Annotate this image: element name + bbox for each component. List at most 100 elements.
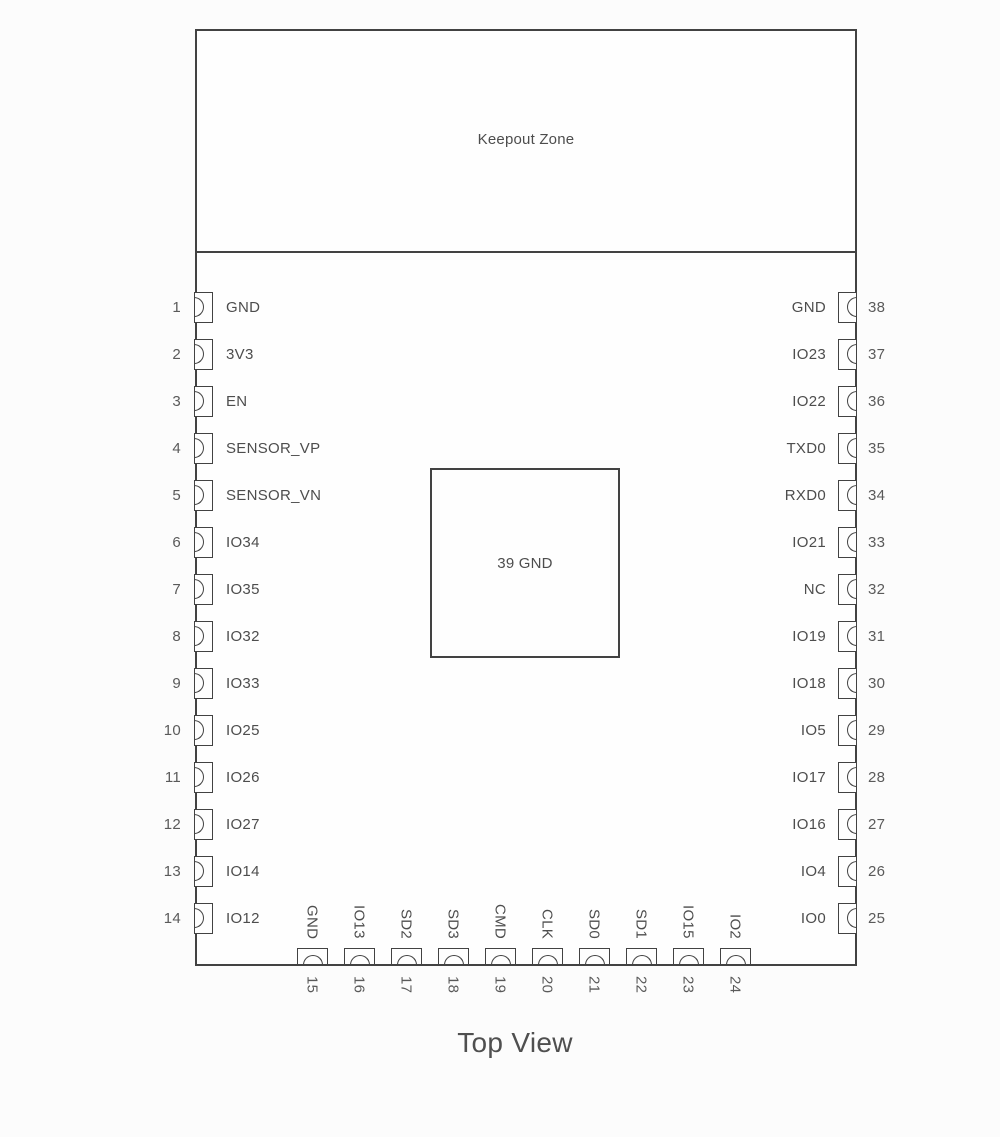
- pin-19-pad: [484, 948, 516, 965]
- pin-18-pad: [437, 948, 469, 965]
- pin-19-label: CMD: [491, 903, 509, 939]
- pin-5-pad: [194, 480, 213, 511]
- pin-27-number: 27: [868, 815, 886, 833]
- pin-28-pad-castellation-icon: [847, 767, 857, 787]
- pin-21-label: SD0: [585, 908, 603, 939]
- pin-34-label: RXD0: [784, 486, 826, 504]
- center-ground-pad: 39 GND: [430, 468, 620, 658]
- pin-23-pad-castellation-icon: [678, 955, 699, 965]
- pin-13-number: 13: [163, 862, 181, 880]
- pin-10-label: IO25: [226, 721, 260, 739]
- pin-24-pad: [719, 948, 751, 965]
- pin-11-pad-castellation-icon: [194, 767, 204, 787]
- pin-31-pad-castellation-icon: [847, 626, 857, 646]
- pin-12-label: IO27: [226, 815, 260, 833]
- pin-13-pad-castellation-icon: [194, 861, 204, 881]
- pin-11-pad: [194, 762, 213, 793]
- pin-22-number: 22: [632, 976, 650, 994]
- pin-38-pad: [838, 292, 857, 323]
- pin-8-pad-castellation-icon: [194, 626, 204, 646]
- pin-35-pad: [838, 433, 857, 464]
- pin-28-pad: [838, 762, 857, 793]
- pin-9-pad: [194, 668, 213, 699]
- pin-21-pad-castellation-icon: [584, 955, 605, 965]
- pin-33-pad-castellation-icon: [847, 532, 857, 552]
- pin-31-number: 31: [868, 627, 886, 645]
- pin-14-pad-castellation-icon: [194, 908, 204, 928]
- pin-17-number: 17: [397, 976, 415, 994]
- pin-12-pad: [194, 809, 213, 840]
- pin-18-pad-castellation-icon: [443, 955, 464, 965]
- pin-17-pad-castellation-icon: [396, 955, 417, 965]
- pin-30-pad-castellation-icon: [847, 673, 857, 693]
- pin-6-pad-castellation-icon: [194, 532, 204, 552]
- pin-15-number: 15: [303, 976, 321, 994]
- pin-22-pad: [625, 948, 657, 965]
- pin-10-number: 10: [163, 721, 181, 739]
- pin-34-number: 34: [868, 486, 886, 504]
- pin-35-number: 35: [868, 439, 886, 457]
- pin-10-pad-castellation-icon: [194, 720, 204, 740]
- pin-27-pad: [838, 809, 857, 840]
- pin-32-label: NC: [803, 580, 826, 598]
- pin-20-number: 20: [538, 976, 556, 994]
- keepout-zone-label: Keepout Zone: [477, 131, 575, 148]
- pin-29-pad-castellation-icon: [847, 720, 857, 740]
- pin-26-pad-castellation-icon: [847, 861, 857, 881]
- pin-11-number: 11: [164, 768, 181, 786]
- pin-2-pad: [194, 339, 213, 370]
- pin-27-pad-castellation-icon: [847, 814, 857, 834]
- pin-16-label: IO13: [350, 905, 368, 939]
- pin-18-number: 18: [444, 976, 462, 994]
- pin-15-pad: [296, 948, 328, 965]
- pin-36-label: IO22: [792, 392, 826, 410]
- pin-35-pad-castellation-icon: [847, 438, 857, 458]
- pin-12-pad-castellation-icon: [194, 814, 204, 834]
- pin-32-pad: [838, 574, 857, 605]
- pin-19-pad-castellation-icon: [490, 955, 511, 965]
- pin-13-pad: [194, 856, 213, 887]
- pin-30-label: IO18: [792, 674, 826, 692]
- pin-36-number: 36: [868, 392, 886, 410]
- pin-32-number: 32: [868, 580, 886, 598]
- pin-30-pad: [838, 668, 857, 699]
- pin-38-pad-castellation-icon: [847, 297, 857, 317]
- pin-34-pad: [838, 480, 857, 511]
- keepout-boundary-line: [195, 251, 857, 253]
- pin-37-label: IO23: [792, 345, 826, 363]
- pin-7-pad: [194, 574, 213, 605]
- pin-22-pad-castellation-icon: [631, 955, 652, 965]
- pin-29-pad: [838, 715, 857, 746]
- pin-5-pad-castellation-icon: [194, 485, 204, 505]
- pin-8-number: 8: [172, 627, 181, 645]
- pin-24-pad-castellation-icon: [725, 955, 746, 965]
- pin-28-number: 28: [868, 768, 886, 786]
- pin-1-label: GND: [226, 298, 261, 316]
- pin-35-label: TXD0: [786, 439, 826, 457]
- pin-4-pad-castellation-icon: [194, 438, 204, 458]
- pin-12-number: 12: [163, 815, 181, 833]
- pin-26-number: 26: [868, 862, 886, 880]
- pin-9-number: 9: [172, 674, 181, 692]
- pin-20-pad-castellation-icon: [537, 955, 558, 965]
- pin-16-pad-castellation-icon: [349, 955, 370, 965]
- pin-7-pad-castellation-icon: [194, 579, 204, 599]
- pin-4-label: SENSOR_VP: [226, 439, 321, 457]
- pin-2-label: 3V3: [226, 345, 254, 363]
- pin-37-number: 37: [868, 345, 886, 363]
- pin-21-pad: [578, 948, 610, 965]
- pin-8-label: IO32: [226, 627, 260, 645]
- pin-31-label: IO19: [792, 627, 826, 645]
- pin-5-label: SENSOR_VN: [226, 486, 322, 504]
- pin-4-number: 4: [172, 439, 181, 457]
- pin-3-pad: [194, 386, 213, 417]
- pin-11-label: IO26: [226, 768, 260, 786]
- pin-5-number: 5: [172, 486, 181, 504]
- pin-13-label: IO14: [226, 862, 260, 880]
- pin-14-pad: [194, 903, 213, 934]
- pin-23-label: IO15: [679, 905, 697, 939]
- pin-22-label: SD1: [632, 908, 650, 939]
- pin-17-label: SD2: [397, 908, 415, 939]
- pin-3-pad-castellation-icon: [194, 391, 204, 411]
- pin-30-number: 30: [868, 674, 886, 692]
